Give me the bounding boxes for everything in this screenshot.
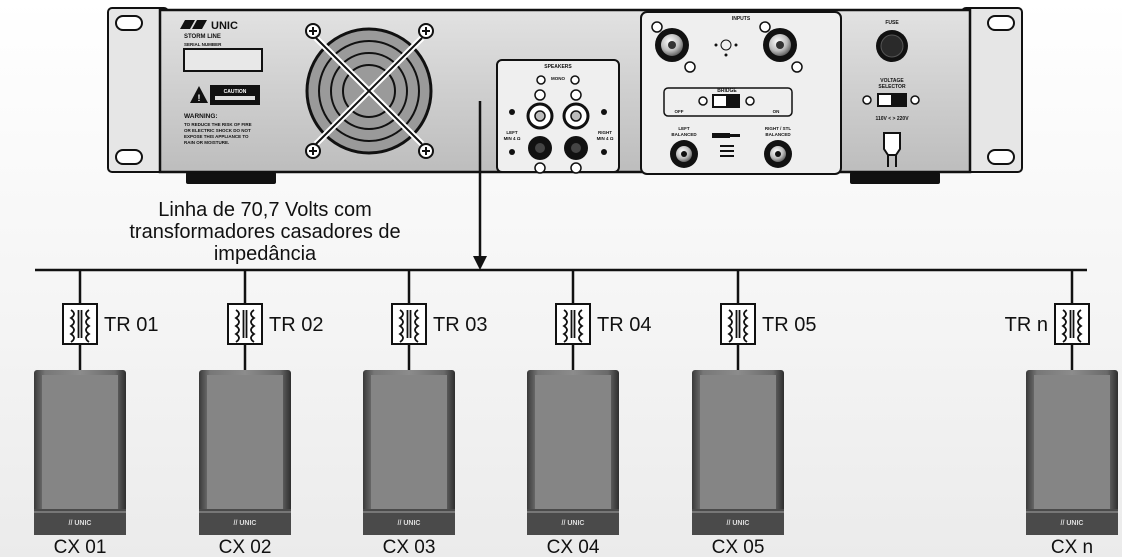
svg-text:FUSE: FUSE — [885, 20, 899, 26]
transformer-label: TR 03 — [433, 314, 487, 336]
svg-text:MIN 4 Ω: MIN 4 Ω — [504, 136, 521, 141]
cooling-fan — [305, 23, 434, 159]
svg-text:UNIC: UNIC — [211, 20, 238, 32]
warning-line: EXPOSE THIS APPLIANCE TO — [184, 134, 249, 139]
speaker-branch: TR 02 // UNIC CX 02 — [199, 270, 323, 557]
transformer-icon — [62, 303, 98, 345]
speaker-branch: TR 05 // UNIC CX 05 — [692, 270, 816, 557]
model-label: STORM LINE — [184, 34, 221, 40]
amp-foot-left — [186, 172, 276, 184]
warning-line: OR ELECTRIC SHOCK DO NOT — [184, 128, 251, 133]
line-description: impedância — [214, 243, 317, 265]
line-description: transformadores casadores de — [129, 221, 400, 243]
svg-text:BALANCED: BALANCED — [765, 132, 791, 137]
caution-sticker: ! CAUTION — [190, 85, 260, 105]
svg-text:MIN 4 Ω: MIN 4 Ω — [597, 136, 614, 141]
line-wiring — [35, 101, 1087, 272]
speaker-cabinet: // UNIC — [34, 370, 126, 535]
speaker-brand-logo: // UNIC — [234, 520, 257, 527]
speaker-cabinet: // UNIC — [363, 370, 455, 535]
speaker-brand-logo: // UNIC — [1061, 520, 1084, 527]
speaker-label: CX 01 — [54, 537, 107, 557]
svg-text:!: ! — [198, 93, 201, 103]
serial-label: SERIAL NUMBER — [184, 42, 222, 47]
speaker-branch: TR n // UNIC CX n — [1005, 270, 1118, 557]
inputs-panel: INPUTS BRIDGE OFF ON — [640, 11, 842, 175]
serial-number-box — [183, 48, 263, 72]
transformer-label: TR 01 — [104, 314, 158, 336]
speaker-cabinet: // UNIC — [527, 370, 619, 535]
transformer-icon — [720, 303, 756, 345]
speaker-branch: TR 03 // UNIC CX 03 — [363, 270, 487, 557]
speaker-cabinet: // UNIC — [199, 370, 291, 535]
svg-text:SPEAKERS: SPEAKERS — [544, 64, 572, 70]
warning-title: WARNING: — [184, 113, 218, 120]
transformer-label: TR 04 — [597, 314, 651, 336]
svg-text:CAUTION: CAUTION — [224, 89, 247, 95]
transformer-label: TR 05 — [762, 314, 816, 336]
svg-text:BALANCED: BALANCED — [671, 132, 697, 137]
speaker-label: CX 05 — [712, 537, 765, 557]
speaker-brand-logo: // UNIC — [398, 520, 421, 527]
speaker-label: CX 04 — [547, 537, 600, 557]
power-cord-icon — [883, 132, 901, 167]
svg-text:OFF: OFF — [675, 109, 684, 114]
svg-text:RIGHT: RIGHT — [598, 130, 612, 135]
svg-text:110V < > 220V: 110V < > 220V — [875, 116, 909, 122]
speaker-cabinet: // UNIC — [692, 370, 784, 535]
speaker-brand-logo: // UNIC — [562, 520, 585, 527]
speaker-terminals: SPEAKERS MONO LEFT MIN 4 Ω RIGHT MIN 4 Ω — [496, 59, 620, 174]
transformer-icon — [555, 303, 591, 345]
speaker-label: CX n — [1051, 537, 1093, 557]
speaker-branches: TR 01 // UNIC CX 01 TR 02 // UNIC CX 02 TR 03 /… — [34, 270, 1118, 557]
svg-text:RIGHT / STL: RIGHT / STL — [765, 126, 791, 131]
amp-foot-right — [850, 172, 940, 184]
transformer-icon — [391, 303, 427, 345]
transformer-icon — [1054, 303, 1090, 345]
svg-text:SELECTOR: SELECTOR — [878, 84, 906, 90]
jack-pinout-icon — [712, 133, 740, 157]
amplifier-rear-panel: UNIC STORM LINE SERIAL NUMBER ! CAUTION … — [107, 7, 1023, 184]
power-section: FUSE VOLTAGE SELECTOR 110V < > 220V — [862, 20, 920, 167]
speaker-label: CX 02 — [219, 537, 272, 557]
warning-line: TO REDUCE THE RISK OF FIRE — [184, 122, 252, 127]
speaker-label: CX 03 — [383, 537, 436, 557]
speaker-brand-logo: // UNIC — [69, 520, 92, 527]
transformer-icon — [227, 303, 263, 345]
speaker-branch: TR 04 // UNIC CX 04 — [527, 270, 651, 557]
warning-line: RAIN OR MOISTURE. — [184, 140, 229, 145]
svg-text:VOLTAGE: VOLTAGE — [880, 78, 904, 84]
speaker-brand-logo: // UNIC — [727, 520, 750, 527]
transformer-label: TR 02 — [269, 314, 323, 336]
svg-text:MONO: MONO — [551, 76, 565, 81]
brand-logo: UNIC — [180, 20, 238, 32]
speaker-branch: TR 01 // UNIC CX 01 — [34, 270, 158, 557]
line-description: Linha de 70,7 Volts com — [158, 199, 371, 221]
transformer-label: TR n — [1005, 314, 1048, 336]
svg-text:BRIDGE: BRIDGE — [717, 88, 737, 94]
svg-text:LEFT: LEFT — [506, 130, 517, 135]
svg-text:INPUTS: INPUTS — [732, 16, 751, 22]
svg-text:ON: ON — [773, 109, 780, 114]
speaker-cabinet: // UNIC — [1026, 370, 1118, 535]
svg-text:LEFT: LEFT — [678, 126, 689, 131]
